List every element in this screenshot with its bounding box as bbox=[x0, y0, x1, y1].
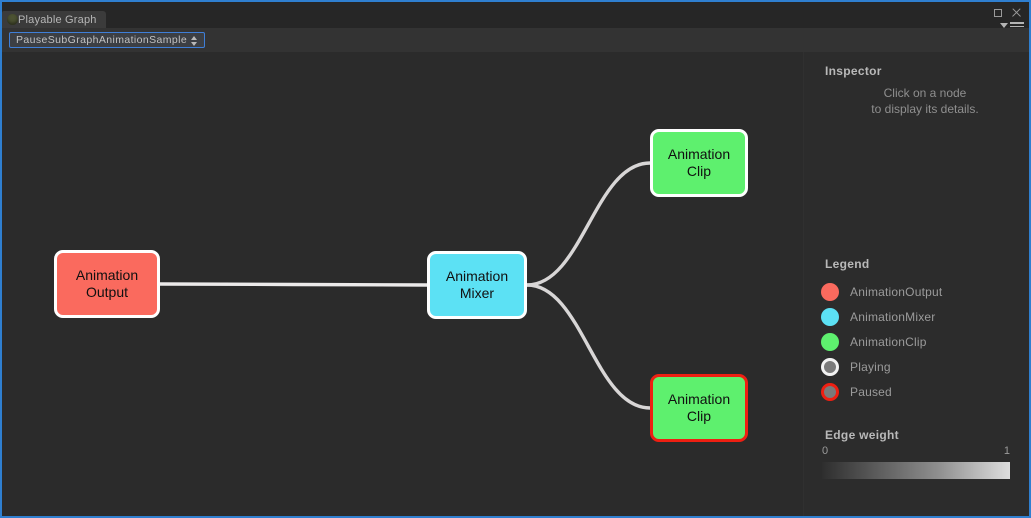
legend-swatch-animationoutput bbox=[821, 282, 839, 301]
graph-node-label-line2: Mixer bbox=[459, 285, 495, 301]
updown-arrows-icon bbox=[191, 35, 198, 46]
legend-label: Paused bbox=[850, 384, 892, 399]
window-titlebar: Playable Graph bbox=[2, 2, 1029, 31]
graph-node-label-line2: Output bbox=[85, 284, 128, 300]
legend-item-paused: Paused bbox=[821, 379, 1021, 404]
graph-dot-icon bbox=[7, 14, 18, 25]
edge-clipbottom-to-mixer bbox=[525, 283, 652, 410]
graph-node-label-line1: Animation bbox=[667, 391, 731, 408]
funnel-icon bbox=[1000, 23, 1008, 28]
legend-swatch-paused bbox=[821, 382, 839, 401]
sidebar: Inspector Click on a node to display its… bbox=[803, 52, 1029, 516]
graph-edges bbox=[158, 161, 652, 410]
tab-label: Playable Graph bbox=[18, 13, 97, 26]
legend-swatch-animationmixer bbox=[821, 307, 839, 326]
edge-mixer-to-output bbox=[158, 282, 429, 287]
graph-node-label-line2: Clip bbox=[686, 163, 712, 179]
legend-label: AnimationClip bbox=[850, 334, 927, 349]
legend-label: Playing bbox=[850, 359, 891, 374]
edge-weight-gradient-bar bbox=[822, 462, 1010, 479]
edge-weight-min: 0 bbox=[822, 445, 829, 457]
graph-node-label-line2: Clip bbox=[686, 408, 712, 424]
maximize-icon[interactable] bbox=[992, 7, 1004, 19]
legend-swatch-playing bbox=[821, 357, 839, 376]
graph-node-label-line1: Animation bbox=[445, 268, 509, 285]
inspector-title: Inspector bbox=[825, 64, 882, 78]
legend-item-animationoutput: AnimationOutput bbox=[821, 279, 1021, 304]
close-icon[interactable] bbox=[1010, 7, 1022, 19]
edge-weight-max: 1 bbox=[1003, 445, 1010, 457]
legend-label: AnimationMixer bbox=[850, 309, 936, 324]
graph-selector-value: PauseSubGraphAnimationSample bbox=[16, 34, 188, 46]
inspector-hint-line1: Click on a node bbox=[883, 86, 967, 100]
legend-item-playing: Playing bbox=[821, 354, 1021, 379]
legend-title: Legend bbox=[825, 257, 870, 271]
graph-selector-dropdown[interactable]: PauseSubGraphAnimationSample bbox=[9, 32, 205, 48]
inspector-hint-line2: to display its details. bbox=[871, 102, 979, 117]
graph-node-label-line1: Animation bbox=[75, 267, 139, 284]
legend-swatch-animationclip bbox=[821, 332, 839, 351]
graph-toolbar: PauseSubGraphAnimationSample bbox=[2, 28, 1029, 52]
legend-item-animationclip: AnimationClip bbox=[821, 329, 1021, 354]
legend-label: AnimationOutput bbox=[850, 284, 943, 299]
edge-weight-title: Edge weight bbox=[825, 428, 899, 442]
inspector-hint: Click on a node to display its details. bbox=[804, 85, 1029, 117]
tab-playable-graph[interactable]: Playable Graph bbox=[2, 11, 106, 28]
legend-item-animationmixer: AnimationMixer bbox=[821, 304, 1021, 329]
graph-node-label-line1: Animation bbox=[667, 146, 731, 163]
edge-cliptop-to-mixer bbox=[525, 161, 652, 287]
edge-weight-scale: 0 1 bbox=[822, 445, 1010, 457]
